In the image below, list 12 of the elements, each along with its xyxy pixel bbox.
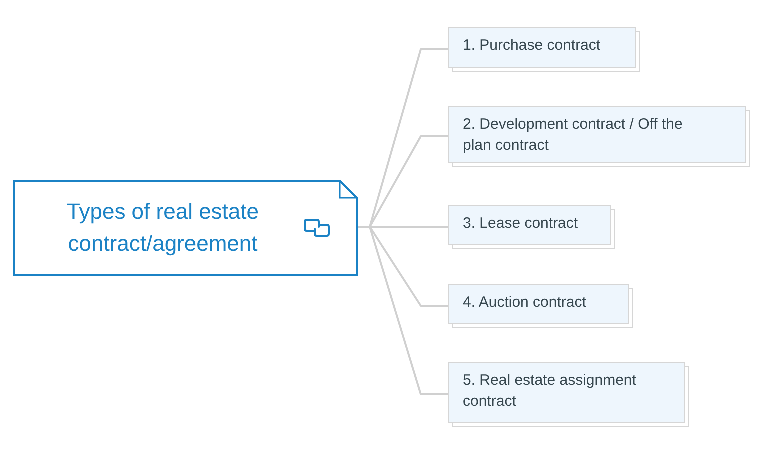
topic-box	[448, 284, 633, 328]
topic-text: 1. Purchase contract	[463, 36, 602, 56]
topic-text: 5. Real estate assignment contract	[463, 371, 638, 412]
topic-text: 4. Auction contract	[463, 293, 588, 313]
topic-box	[448, 106, 750, 167]
topic-box	[448, 205, 615, 249]
central-topic-text: Types of real estate contract/agreement	[66, 198, 260, 258]
central-note-box	[13, 180, 358, 276]
topic-box	[448, 27, 640, 72]
topic-box	[448, 362, 689, 427]
topic-text: 2. Development contract / Off the plan contract	[463, 115, 684, 156]
topic-text: 3. Lease contract	[463, 214, 580, 234]
